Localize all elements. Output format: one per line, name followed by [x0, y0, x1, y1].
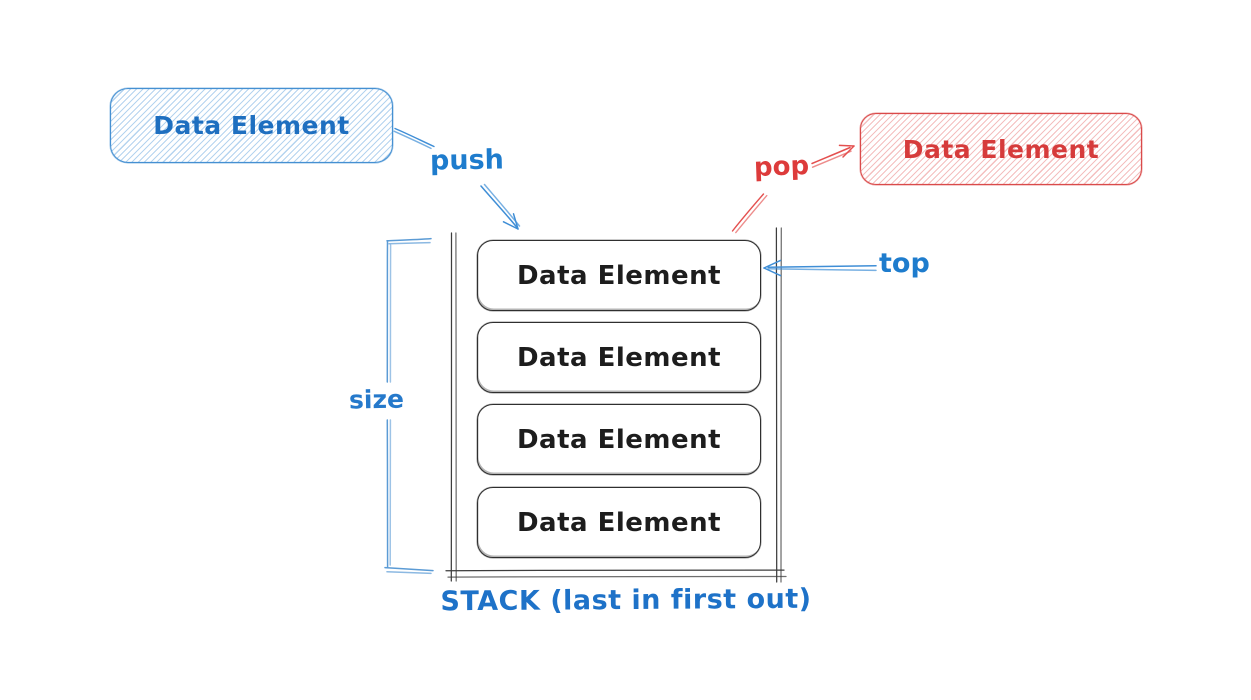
push-arrow	[480, 183, 521, 230]
top-label: top	[879, 248, 930, 279]
stack-caption: STACK (last in first out)	[440, 583, 812, 618]
stack-element-2-label: Data Element	[516, 342, 722, 373]
outgoing-data-element-box: Data Element	[860, 113, 1142, 185]
size-bracket	[384, 237, 434, 575]
push-label: push	[429, 144, 505, 177]
pop-arrow	[811, 144, 855, 168]
top-arrow	[763, 259, 877, 277]
push-connector-line	[393, 127, 435, 150]
stack-element-1-label: Data Element	[516, 260, 722, 291]
stack-element-2: Data Element	[477, 322, 761, 393]
pop-connector-line	[731, 193, 768, 234]
stack-element-4: Data Element	[477, 487, 761, 558]
stack-element-3-label: Data Element	[516, 424, 722, 455]
pop-label: pop	[753, 151, 810, 183]
size-label: size	[348, 384, 405, 415]
outgoing-data-element-label: Data Element	[902, 134, 1100, 164]
incoming-data-element-box: Data Element	[110, 88, 393, 163]
stack-element-1: Data Element	[477, 240, 761, 311]
stack-element-3: Data Element	[477, 404, 761, 475]
incoming-data-element-label: Data Element	[153, 111, 350, 140]
stack-element-4-label: Data Element	[516, 507, 722, 538]
